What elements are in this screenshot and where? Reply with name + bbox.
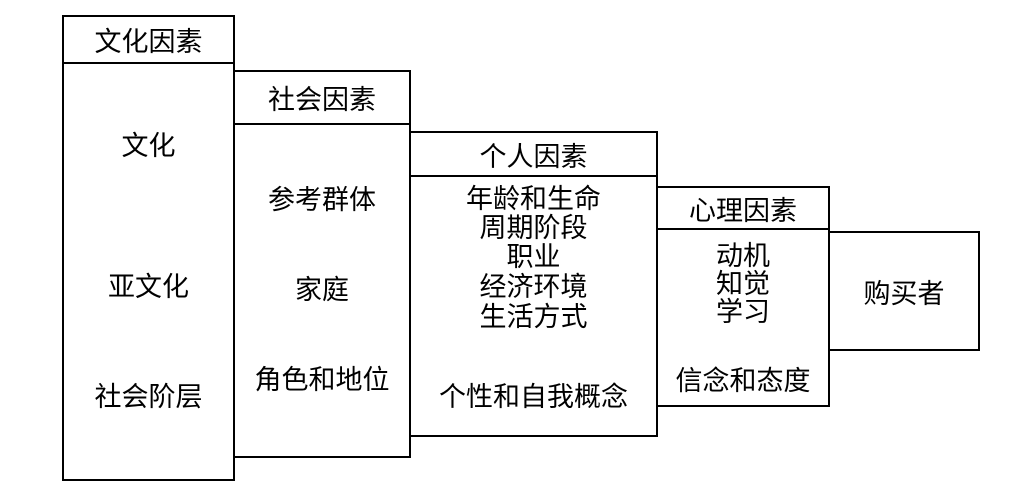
cultural-item-culture: 文化 [121, 131, 176, 161]
psychological-item-motivation: 动机 [716, 241, 770, 271]
psychological-item-learning: 学习 [716, 297, 770, 327]
personal-item-lifestyle: 生活方式 [479, 302, 588, 332]
buyer-box: 购买者 [828, 231, 980, 351]
personal-item-economic-circumstances: 经济环境 [479, 272, 588, 302]
personal-factors-box: 个人因素 年龄和生命周期阶段 职业 经济环境 生活方式 个性和自我概念 [409, 131, 658, 437]
social-item-reference-groups: 参考群体 [268, 185, 376, 215]
social-factors-box: 社会因素 参考群体 家庭 角色和地位 [233, 70, 411, 458]
psychological-item-beliefs-attitudes: 信念和态度 [675, 366, 811, 396]
social-item-roles-status: 角色和地位 [254, 365, 390, 395]
cultural-item-social-class: 社会阶层 [94, 382, 203, 412]
buyer-label: 购买者 [863, 278, 945, 309]
personal-item-occupation: 职业 [506, 242, 561, 272]
psychological-item-perception: 知觉 [716, 269, 770, 299]
personal-item-personality-self-concept: 个性和自我概念 [439, 382, 628, 412]
social-factors-title: 社会因素 [235, 72, 409, 125]
psychological-factors-box: 心理因素 动机 知觉 学习 信念和态度 [656, 186, 830, 407]
psychological-factors-title: 心理因素 [658, 188, 828, 230]
cultural-item-subculture: 亚文化 [108, 272, 189, 302]
cultural-factors-box: 文化因素 文化 亚文化 社会阶层 [62, 15, 235, 481]
personal-factors-title: 个人因素 [411, 133, 656, 177]
cultural-factors-title: 文化因素 [64, 17, 233, 64]
personal-item-age-life-cycle: 年龄和生命周期阶段 [466, 184, 601, 243]
social-item-family: 家庭 [295, 275, 349, 305]
